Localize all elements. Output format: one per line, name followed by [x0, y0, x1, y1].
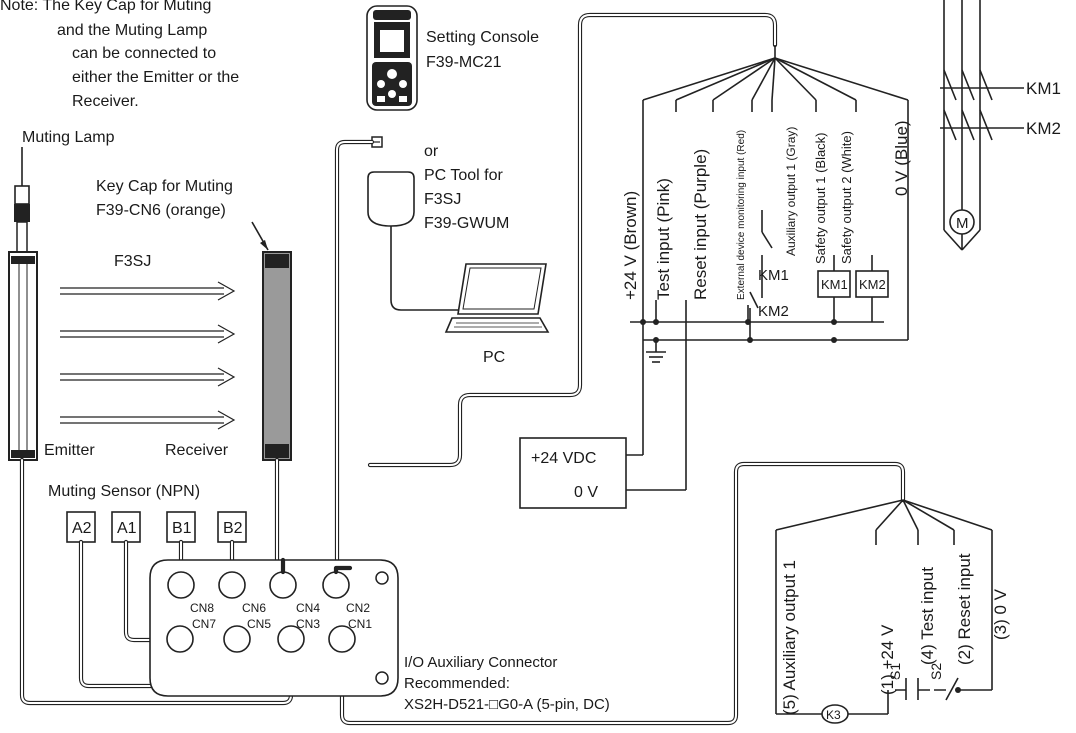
muting-sensor-label-a1: A1 [117, 520, 137, 537]
note-text: Note: The Key Cap for Muting and the Mut… [0, 0, 239, 110]
wire-label-0v: 0 V (Blue) [892, 120, 911, 196]
connector-port-cn4 [269, 571, 297, 599]
io-connector-title: I/O Auxiliary Connector [404, 654, 557, 671]
muting-sensor-label-b2: B2 [223, 520, 243, 537]
connector-port-cn3 [277, 625, 305, 653]
relay-coil-km2 [855, 270, 889, 298]
pc-label: PC [483, 349, 505, 366]
connector-label-cn4: CN4 [296, 601, 320, 615]
receiver-body [262, 251, 292, 461]
motor-km2-label: KM2 [1026, 119, 1061, 138]
motor-circuit [940, 0, 1024, 251]
motor-label: M [956, 215, 969, 232]
io-connector-model: XS2H-D521-□G0-A (5-pin, DC) [404, 696, 610, 713]
io-wire-24v: (1) +24 V [878, 624, 897, 695]
relay-coil-km1 [817, 270, 851, 298]
edm-contact-km1: KM1 [758, 267, 789, 284]
light-beam-arrows [60, 281, 236, 430]
relay-coil-km2-label: KM2 [859, 277, 886, 292]
connector-label-cn1: CN1 [348, 617, 372, 631]
note-line-5: Receiver. [72, 93, 139, 110]
io-wire-reset-input: (2) Reset input [955, 553, 974, 665]
motor-icon [949, 209, 975, 235]
muting-sensor-label-a2: A2 [72, 520, 92, 537]
wire-label-safety-1: Safety output 1 (Black) [813, 132, 828, 264]
muting-sensor-label-b1: B1 [172, 520, 192, 537]
wire-label-aux-output: Auxiliary output 1 (Gray) [784, 127, 798, 256]
muting-lamp-label: Muting Lamp [22, 129, 115, 146]
wire-label-edm-input: External device monitoring input (Red) [736, 130, 747, 300]
note-line-1: Note: The Key Cap for Muting [0, 0, 211, 14]
sensor-model: F3SJ [114, 253, 151, 270]
io-wire-0v: (3) 0 V [991, 588, 1010, 640]
power-supply-zero: 0 V [574, 484, 598, 501]
power-supply-plus: +24 VDC [531, 450, 596, 467]
connector-unit: CN8 CN6 CN4 CN2 CN7 CN5 CN3 CN1 [149, 559, 399, 697]
power-supply-box [519, 437, 627, 509]
muting-lamp-icon [14, 185, 30, 253]
pc-laptop-icon [444, 263, 550, 333]
setting-console-icon [366, 5, 418, 111]
note-line-4: either the Emitter or the [72, 69, 239, 86]
muting-sensor-a1 [111, 511, 141, 543]
pc-tool-line-2: F3SJ [424, 191, 461, 208]
pc-tool-adapter-icon [367, 171, 415, 227]
note-line-3: can be connected to [72, 45, 216, 62]
connector-label-cn3: CN3 [296, 617, 320, 631]
ground-icon [646, 340, 666, 363]
switch-s2-label: S2 [928, 663, 944, 680]
setting-console-name: Setting Console [426, 29, 539, 46]
emitter-body [8, 251, 38, 461]
wire-label-safety-2: Safety output 2 (White) [839, 131, 854, 264]
emitter-label: Emitter [44, 442, 95, 459]
muting-sensor-title: Muting Sensor (NPN) [48, 483, 200, 500]
wire-label-24v: +24 V (Brown) [621, 191, 640, 300]
pc-tool-line-1: PC Tool for [424, 167, 504, 184]
edm-contact-km2: KM2 [758, 303, 789, 320]
switch-s1-label: S1 [887, 663, 903, 680]
connector-label-cn8: CN8 [190, 601, 214, 615]
receiver-label: Receiver [165, 442, 229, 459]
wire-label-test-input: Test input (Pink) [654, 178, 673, 300]
relay-k3 [821, 704, 849, 724]
connector-port-cn5 [223, 625, 251, 653]
key-cap-line-2: F39-CN6 (orange) [96, 202, 226, 219]
connector-label-cn6: CN6 [242, 601, 266, 615]
note-line-2: and the Muting Lamp [57, 22, 207, 39]
connector-label-cn5: CN5 [247, 617, 271, 631]
motor-km1-label: KM1 [1026, 79, 1061, 98]
connector-port-cn6 [218, 571, 246, 599]
setting-console-model: F39-MC21 [426, 54, 502, 71]
pc-tool-line-3: F39-GWUM [424, 215, 509, 232]
io-wire-test-input: (4) Test input [918, 567, 937, 665]
connector-label-cn2: CN2 [346, 601, 370, 615]
relay-coil-km1-label: KM1 [821, 277, 848, 292]
muting-sensor-b2 [217, 511, 247, 543]
connector-port-cn8 [167, 571, 195, 599]
key-cap-line-1: Key Cap for Muting [96, 178, 233, 195]
io-wire-aux-output: (5) Auxiliary output 1 [780, 560, 799, 715]
muting-sensor-b1 [166, 511, 196, 543]
connector-port-cn7 [166, 625, 194, 653]
pc-tool-or: or [424, 143, 439, 160]
main-cable-bundle [642, 45, 909, 101]
wire-label-reset-input: Reset input (Purple) [691, 149, 710, 300]
connector-port-cn2 [322, 571, 350, 599]
relay-k3-label: K3 [826, 708, 841, 722]
connector-port-cn1 [328, 625, 356, 653]
io-aux-fanout [775, 499, 993, 714]
io-connector-recommended: Recommended: [404, 675, 510, 692]
connector-label-cn7: CN7 [192, 617, 216, 631]
